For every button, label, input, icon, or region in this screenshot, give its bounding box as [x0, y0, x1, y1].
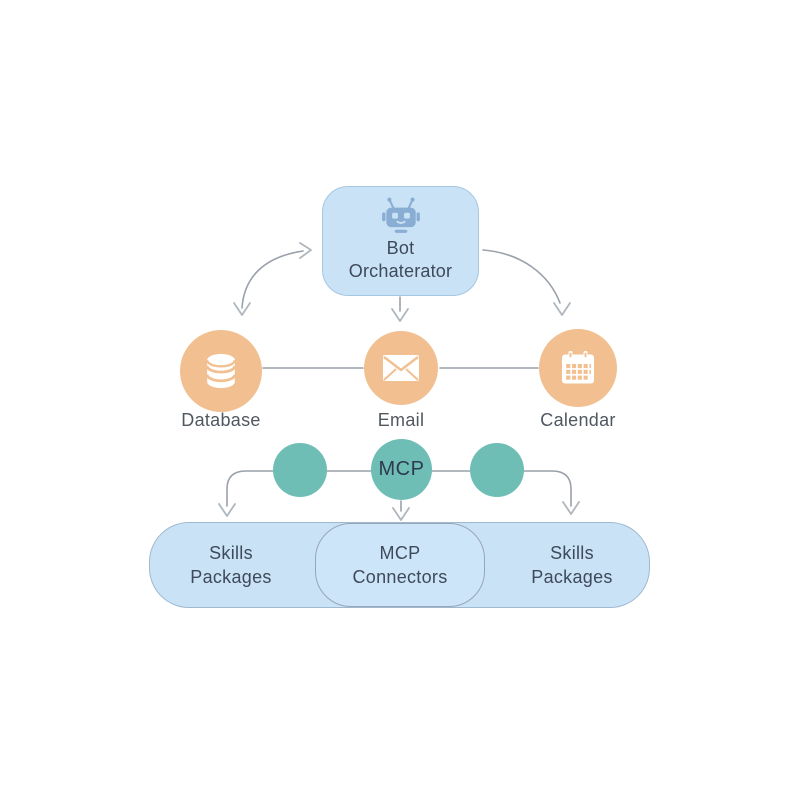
mcp-hub-node: MCP — [371, 439, 432, 500]
orchestrator-node: Bot Orchaterator — [322, 186, 479, 296]
skills-right-line1: Skills — [550, 543, 594, 563]
skills-packages-right-label: Skills Packages — [487, 541, 657, 589]
mcp-connectors-label: MCP Connectors — [315, 541, 485, 589]
service-label-database: Database — [181, 410, 261, 430]
arrowhead-mcp-down — [392, 507, 410, 521]
email-icon — [383, 355, 419, 381]
service-label-calendar: Calendar — [540, 410, 616, 430]
arrow-orchestrator-calendar — [482, 249, 561, 304]
skills-right-line2: Packages — [531, 567, 613, 587]
skills-packages-left-label: Skills Packages — [146, 541, 316, 589]
database-icon — [205, 354, 237, 388]
arrowhead-bus-right — [562, 501, 580, 515]
skills-left-line2: Packages — [190, 567, 272, 587]
service-label-email: Email — [377, 410, 425, 430]
mcp-hub-label: MCP — [378, 458, 425, 480]
orchestrator-label-line1: Bot — [386, 238, 415, 258]
robot-icon — [381, 197, 420, 233]
mcp-connectors-line2: Connectors — [352, 567, 448, 587]
calendar-icon — [562, 351, 594, 384]
arrowhead-down-email — [391, 308, 409, 322]
skills-left-line1: Skills — [209, 543, 253, 563]
hub-dot-left — [273, 443, 327, 497]
arrow-orchestrator-database — [241, 250, 304, 309]
arrowhead-bus-left — [218, 503, 236, 517]
arrowhead-right-orchestrator — [299, 242, 312, 259]
mcp-connectors-node — [315, 523, 485, 607]
arrowhead-down-database — [233, 302, 251, 316]
mcp-connectors-line1: MCP — [379, 543, 421, 563]
orchestrator-label-line2: Orchaterator — [348, 261, 453, 281]
service-node-calendar — [539, 329, 617, 407]
hub-dot-right — [470, 443, 524, 497]
orchestrator-label: Bot Orchaterator — [349, 237, 452, 283]
arrowhead-down-calendar — [553, 302, 571, 316]
service-node-database — [180, 330, 262, 412]
service-node-email — [364, 331, 438, 405]
